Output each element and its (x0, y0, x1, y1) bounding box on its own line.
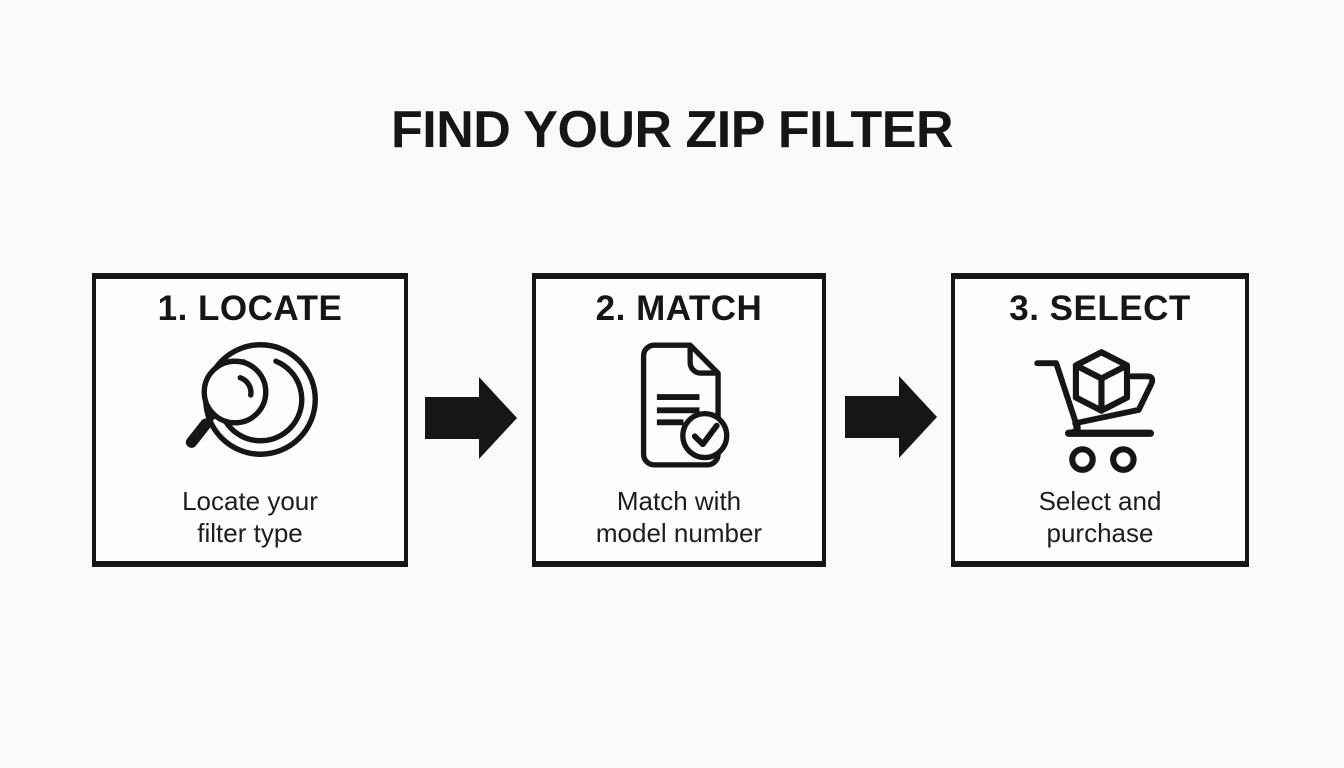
step-1-heading: 1. LOCATE (157, 289, 343, 328)
step-card-select: 3. SELECT Select and purchase (951, 273, 1249, 567)
step-3-description: Select and purchase (1038, 485, 1162, 549)
magnifier-filter-icon (175, 329, 325, 484)
step-3-heading: 3. SELECT (1009, 289, 1191, 328)
step-2-description: Match with model number (595, 485, 763, 549)
step-card-match: 2. MATCH Match with model number (532, 273, 826, 567)
cart-cube-icon (1027, 329, 1173, 484)
right-arrow-icon (845, 376, 937, 458)
step-card-locate: 1. LOCATE Locate your filter type (92, 273, 408, 567)
right-arrow-icon (425, 377, 517, 459)
step-1-description: Locate your filter type (182, 485, 318, 549)
step-2-heading: 2. MATCH (595, 289, 763, 328)
page-title: FIND YOUR ZIP FILTER (390, 101, 954, 159)
document-check-icon (613, 329, 746, 484)
